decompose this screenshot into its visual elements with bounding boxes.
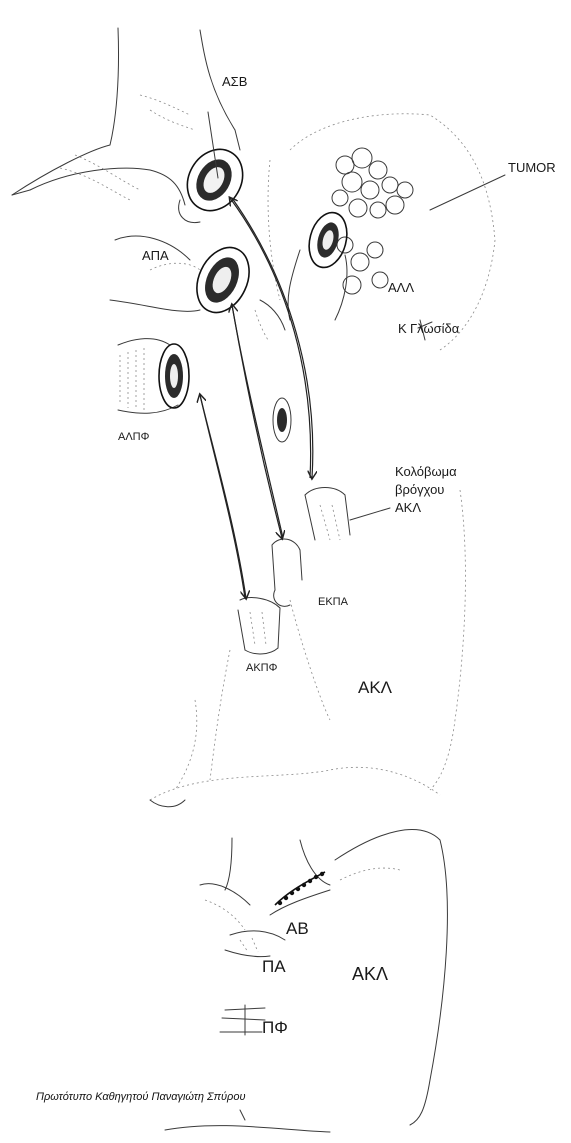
anastomosis [270,872,330,915]
arrow-ekpa-to-apa [232,305,283,538]
label-asb: ΑΣΒ [222,74,247,89]
label-av: ΑΒ [286,919,309,938]
asb-stump [176,112,253,223]
label-alpf: ΑΛΠΦ [118,431,150,443]
akpf-stump [238,598,280,654]
apa-stump [110,236,259,321]
arrow-akpf-to-alpf [200,395,245,598]
label-all: ΑΛΛ [388,280,414,295]
label-tumor: TUMOR [508,160,556,175]
label-pa: ΠΑ [262,957,286,976]
ekpa-stump [272,539,302,606]
label-glossida: Γλωσίδα [410,321,460,336]
alpf-stump [118,339,189,414]
label-akl-lower: ΑΚΛ [352,964,388,984]
label-kolovoma-line2: βρόγχου [395,482,444,497]
lower-panel [165,830,447,1132]
label-kolovoma-line1: Κολόβωμα [395,464,457,479]
arrow-bronchus-to-asb [232,198,313,478]
label-glossida-mark: K [398,321,407,336]
upper-panel [12,28,505,807]
label-ekpa: ΕΚΠΑ [318,596,349,608]
label-akpf: ΑΚΠΦ [246,662,278,674]
label-apa: ΑΠΑ [142,248,169,263]
label-kolovoma-line3: ΑΚΛ [395,500,421,515]
small-vessel [273,398,291,442]
tumor-mass [268,114,505,350]
label-akl-upper: ΑΚΛ [358,678,393,697]
bronchus-stump [305,488,390,541]
credit-caption: Πρωτότυπο Καθηγητού Παναγιώτη Σπύρου [36,1091,246,1103]
label-pf: ΠΦ [262,1018,288,1037]
